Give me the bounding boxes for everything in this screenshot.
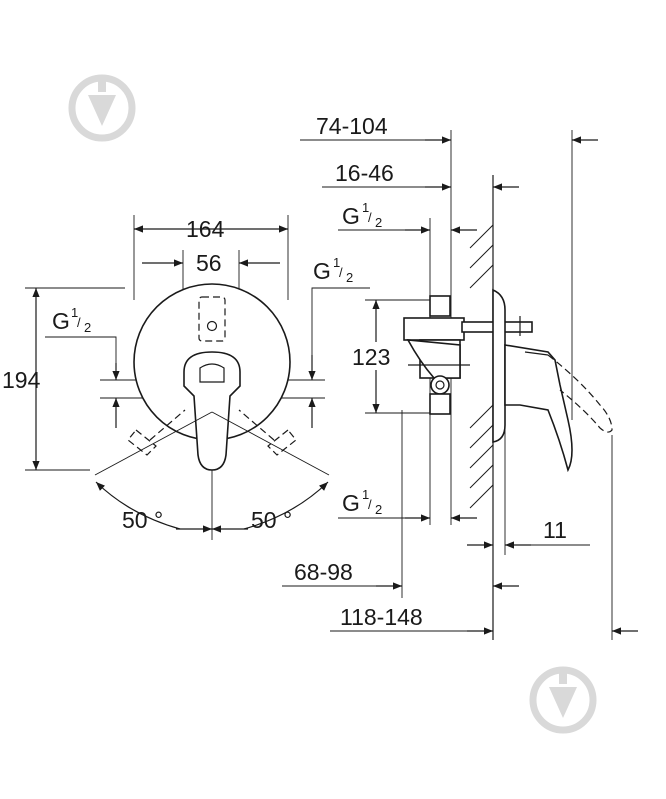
front-height-overall: 194 [2,367,41,393]
side-depth-range-2: 16-46 [335,160,394,186]
front-thread-right-label: G 1 / 2 [313,255,353,285]
valve-body [403,295,533,415]
svg-text:1: 1 [362,200,369,215]
watermark-logo-bottom-right [529,666,597,734]
svg-text:/: / [77,315,81,330]
svg-text:/: / [368,210,372,225]
watermark-logo-top-left [68,74,136,142]
svg-text:/: / [339,265,343,280]
svg-text:G: G [342,490,360,516]
side-depth-range-4: 118-148 [340,604,423,630]
side-depth-range-3: 68-98 [294,559,353,585]
front-view: 164 56 194 G 1 / 2 G 1 / 2 [2,215,370,540]
wall-hatching [469,224,494,509]
svg-text:1: 1 [71,305,78,320]
cover-plate [492,288,506,443]
front-angle-left: 50 ° [122,507,163,533]
side-wall-offset: 11 [543,517,567,543]
svg-text:/: / [368,497,372,512]
svg-text:G: G [342,203,360,229]
front-thread-left-label: G 1 / 2 [52,305,91,335]
side-height-inlet: 123 [352,344,390,370]
side-thread-bottom-label: G 1 / 2 [342,487,382,517]
svg-text:1: 1 [362,487,369,502]
svg-text:1: 1 [333,255,340,270]
lever-handle [183,351,241,471]
side-thread-top-label: G 1 / 2 [342,200,382,230]
side-view: 74-104 16-46 G 1 / 2 123 [282,113,638,640]
svg-text:2: 2 [84,320,91,335]
svg-text:2: 2 [346,270,353,285]
svg-text:G: G [52,308,70,334]
svg-text:2: 2 [375,502,382,517]
front-width-lever: 56 [196,250,222,276]
front-angle-right: 50 ° [251,507,292,533]
lever-side [504,344,573,473]
side-depth-range-1: 74-104 [316,113,388,139]
front-width-overall: 164 [186,216,225,242]
svg-text:2: 2 [375,215,382,230]
svg-text:G: G [313,258,331,284]
